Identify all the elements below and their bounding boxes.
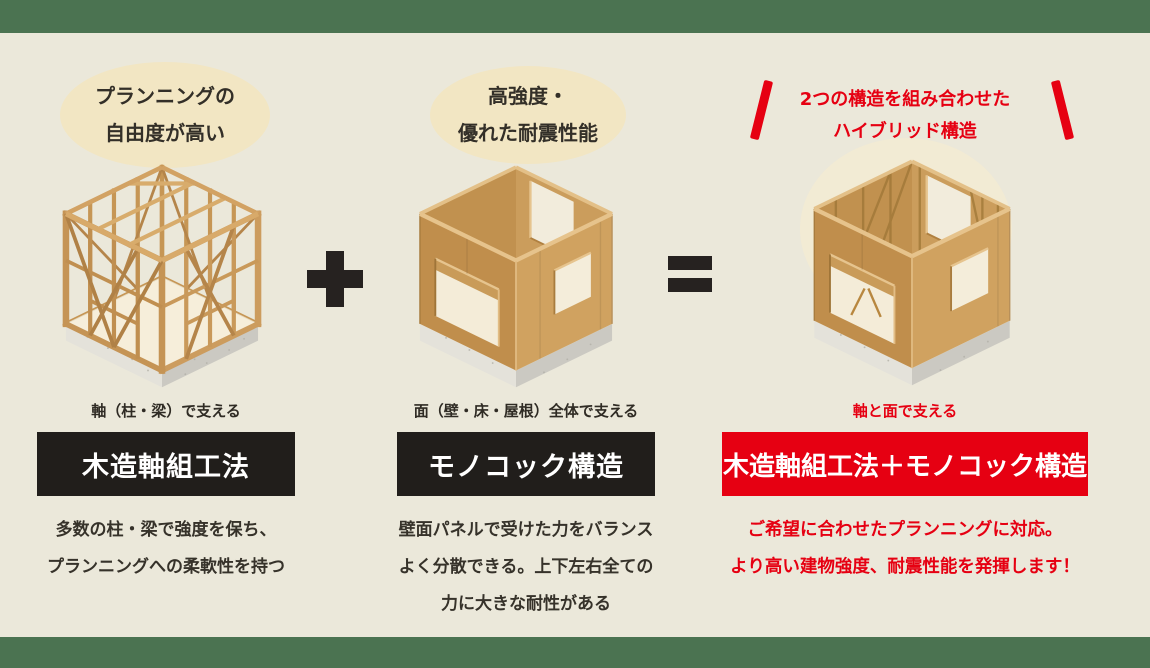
right-caption: 軸と面で支える [852,402,958,420]
left-feature-bubble: プランニングの 自由度が高い [60,62,270,168]
hybrid-house-illustration [813,159,1011,386]
foundation [814,320,1010,386]
timber-frame-house-illustration [62,164,262,388]
monocoque-house-illustration [419,165,613,388]
middle-feature-bubble: 高強度・ 優れた耐震性能 [430,66,626,164]
left-description: 多数の柱・梁で強度を保ち、 プランニングへの柔軟性を持つ [47,520,285,577]
middle-method-bar: モノコック構造 [397,432,655,496]
middle-caption: 面（壁・床・屋根）全体で支える [413,402,639,420]
plus-icon [307,251,363,307]
left-method-label: 木造軸組工法 [82,451,250,483]
middle-bubble-line2: 優れた耐震性能 [458,121,598,145]
left-method-bar: 木造軸組工法 [37,432,295,496]
hybrid-heading: 2つの構造を組み合わせた ハイブリッド構造 [799,89,1011,142]
middle-bubble-line1: 高強度・ [488,84,568,108]
left-bubble-line2: 自由度が高い [105,121,225,145]
right-method-label: 木造軸組工法＋モノコック構造 [722,451,1087,482]
top-green-band [0,0,1150,33]
left-bubble-line1: プランニングの [95,84,235,108]
slash-right-icon [1050,79,1075,141]
foundation [419,323,613,388]
middle-description: 壁面パネルで受けた力をバランス よく分散できる。上下左右全ての 力に大きな耐性が… [398,520,654,614]
right-description: ご希望に合わせたプランニングに対応。 より高い建物強度、耐震性能を発揮します！ [730,520,1080,577]
left-caption: 軸（柱・梁）で支える [91,402,241,420]
bottom-green-band [0,637,1150,668]
equals-icon [668,256,712,292]
right-method-bar: 木造軸組工法＋モノコック構造 [722,432,1088,496]
middle-method-label: モノコック構造 [428,451,624,483]
